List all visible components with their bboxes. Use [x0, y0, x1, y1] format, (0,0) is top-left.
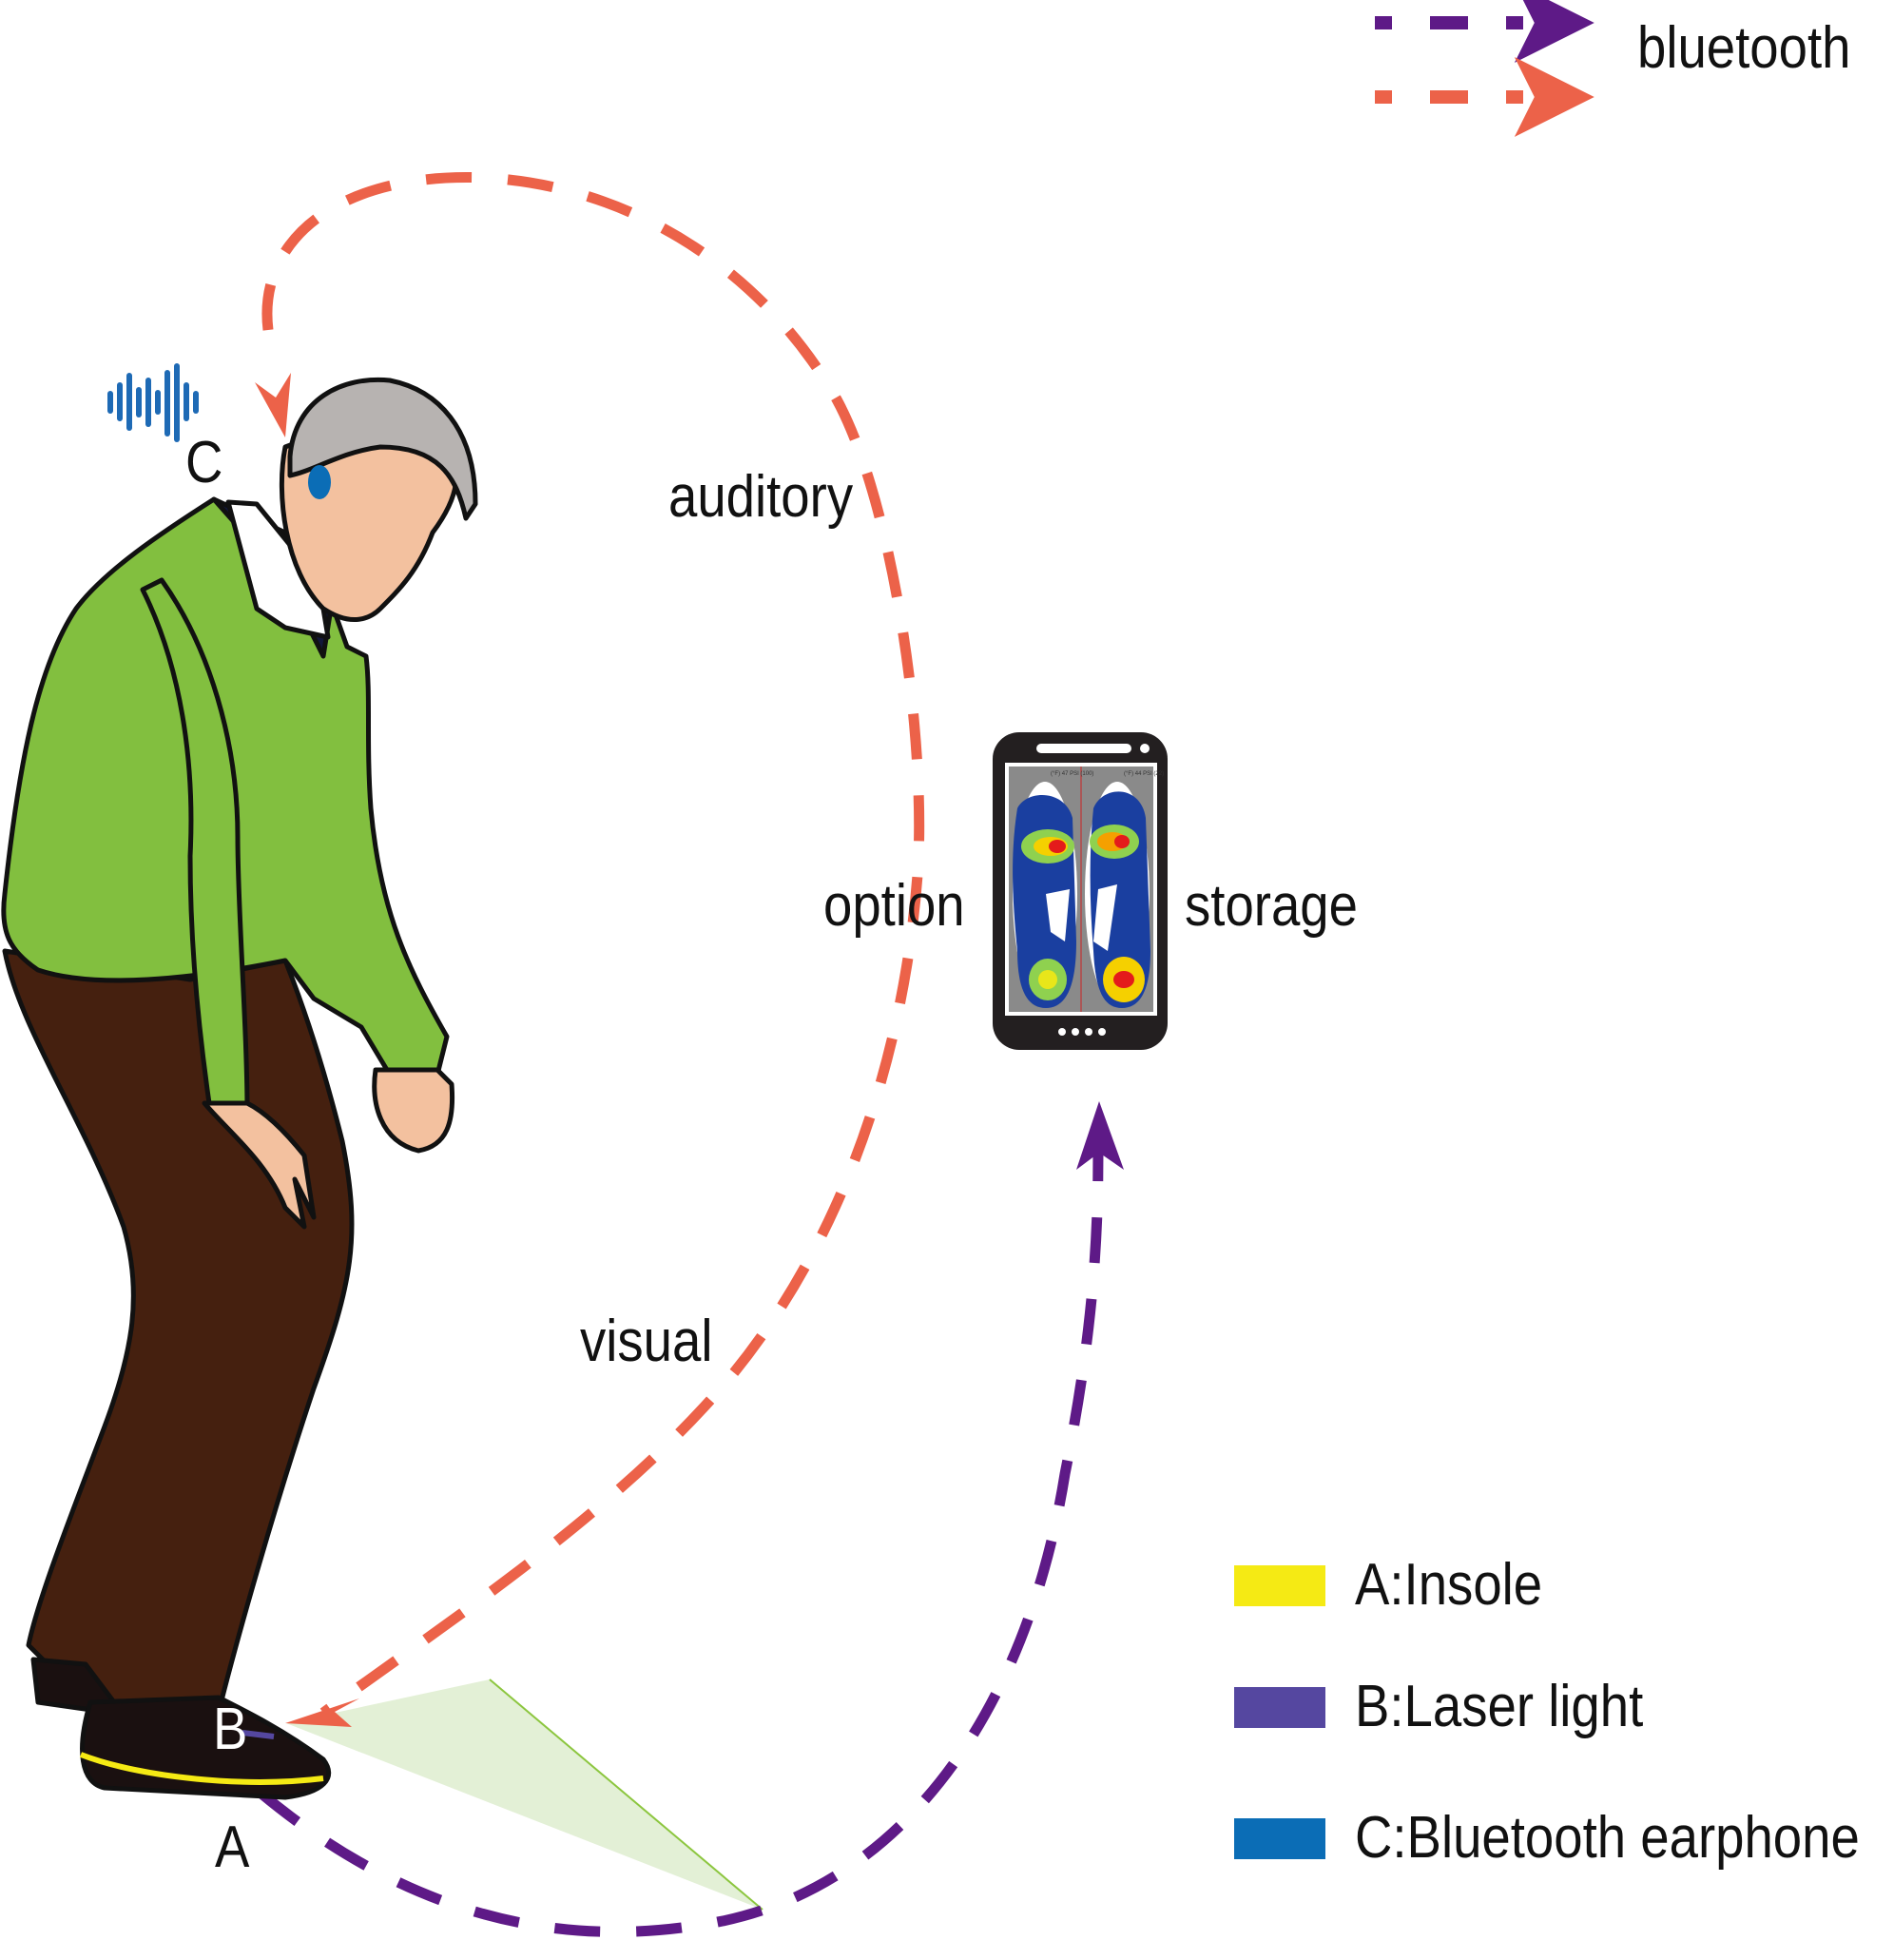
left-foot-reading: (°F) 47 PSI (100)	[1051, 771, 1093, 777]
label-visual: visual	[580, 1309, 713, 1374]
label-b: B	[213, 1697, 248, 1762]
arrowhead-phone	[1076, 1101, 1124, 1170]
legend-bluetooth-label: bluetooth	[1637, 15, 1851, 81]
legend-swatch-laser	[1234, 1687, 1325, 1728]
smartphone: (°F) 47 PSI (100) (°F) 44 PSI (22)	[993, 732, 1168, 1050]
sound-wave-icon	[107, 363, 199, 442]
bluetooth-path	[258, 1150, 1104, 1937]
label-option: option	[823, 873, 965, 939]
label-storage: storage	[1185, 873, 1358, 939]
arrowhead-shoe	[285, 1698, 359, 1727]
legend-swatch-earphone	[1234, 1818, 1325, 1859]
right-foot-reading: (°F) 44 PSI (22)	[1124, 771, 1164, 777]
label-c: C	[185, 430, 223, 495]
legend-label-laser: B:Laser light	[1355, 1674, 1644, 1739]
auditory-visual-feedback-path	[261, 172, 925, 1717]
laser-light-marker	[242, 1730, 275, 1739]
legend-swatch-insole	[1234, 1565, 1325, 1606]
legend-label-insole: A:Insole	[1355, 1552, 1543, 1618]
elderly-man-figure	[1, 377, 478, 1800]
laser-light-cone	[286, 1679, 763, 1910]
pressure-map-left-foot	[1013, 782, 1077, 1008]
pressure-map-right-foot	[1085, 782, 1150, 1008]
legend-label-earphone: C:Bluetooth earphone	[1355, 1805, 1860, 1871]
label-auditory: auditory	[668, 464, 854, 530]
arrowhead-ear	[255, 373, 291, 437]
bluetooth-earphone	[308, 465, 331, 499]
label-a: A	[215, 1814, 250, 1880]
